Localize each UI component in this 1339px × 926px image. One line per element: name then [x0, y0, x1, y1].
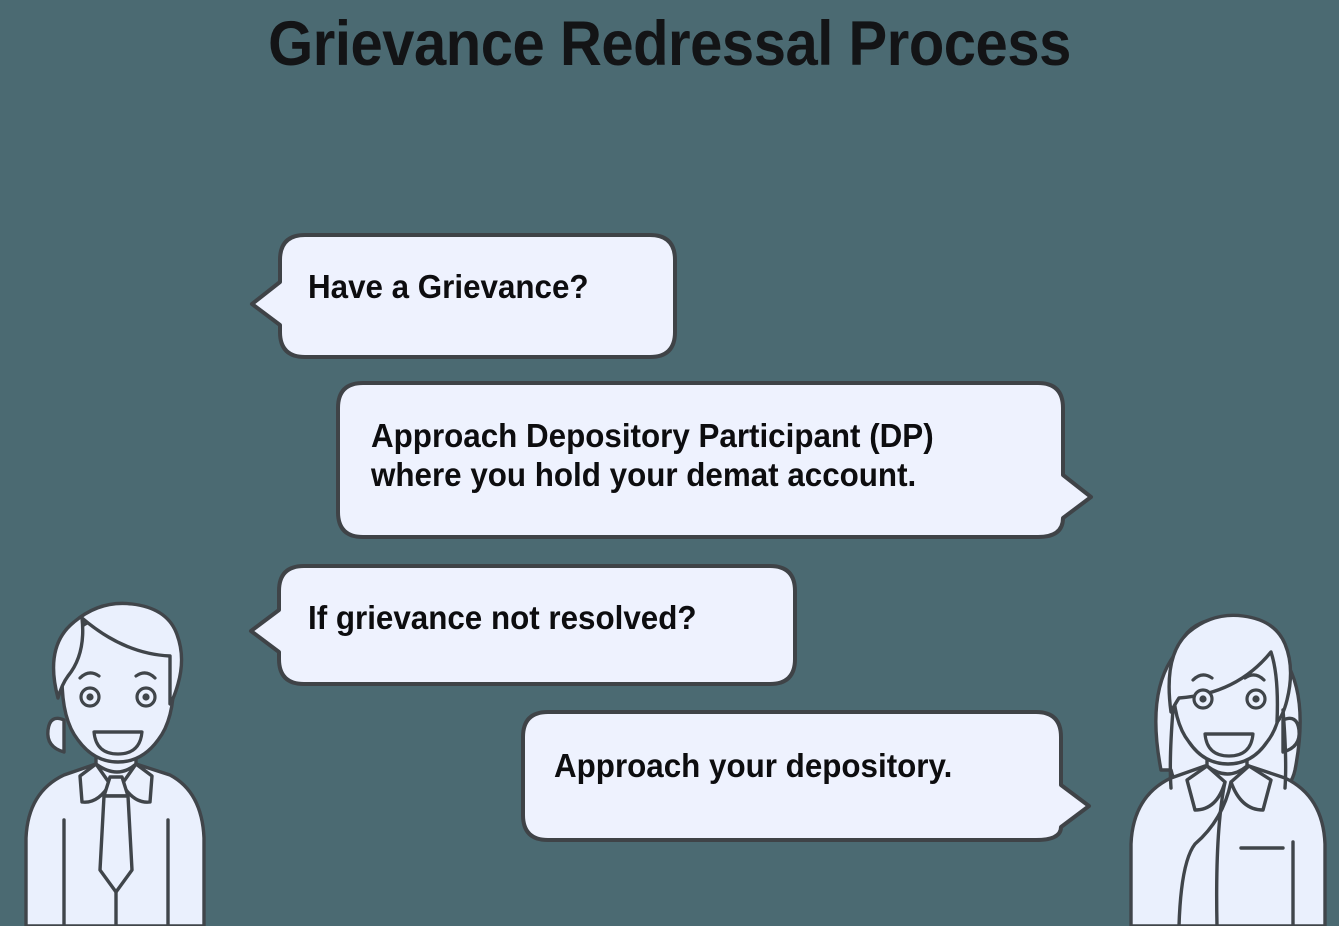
man-avatar-icon — [18, 570, 218, 926]
speech-bubble-shape-right-tail — [521, 710, 1091, 842]
eye-right — [135, 686, 157, 708]
eye-right — [1245, 688, 1267, 710]
eye-left — [79, 686, 101, 708]
eye-left — [1192, 688, 1214, 710]
speech-bubble-text: If grievance not resolved? — [308, 599, 697, 636]
woman-avatar-icon — [1125, 570, 1331, 926]
speech-bubble-shape-left-tail — [250, 233, 677, 359]
man-avatar-illustration — [24, 601, 206, 926]
speech-bubble-text: Approach Depository Participant (DP) whe… — [371, 417, 934, 493]
speech-bubble-text: Approach your depository. — [554, 747, 953, 784]
speech-bubble-text: Have a Grievance? — [308, 268, 589, 305]
speech-bubble-have-grievance: Have a Grievance? — [248, 232, 678, 362]
page-title: Grievance Redressal Process — [268, 9, 1071, 79]
speech-bubble-shape-right-tail — [336, 381, 1093, 539]
speech-bubble-approach-depository: Approach your depository. — [518, 709, 1093, 843]
woman-avatar-illustration — [1129, 613, 1327, 926]
speech-bubble-not-resolved: If grievance not resolved? — [246, 563, 798, 689]
speech-bubble-approach-dp: Approach Depository Participant (DP) whe… — [333, 380, 1095, 540]
speech-bubble-shape-left-tail — [249, 564, 797, 686]
